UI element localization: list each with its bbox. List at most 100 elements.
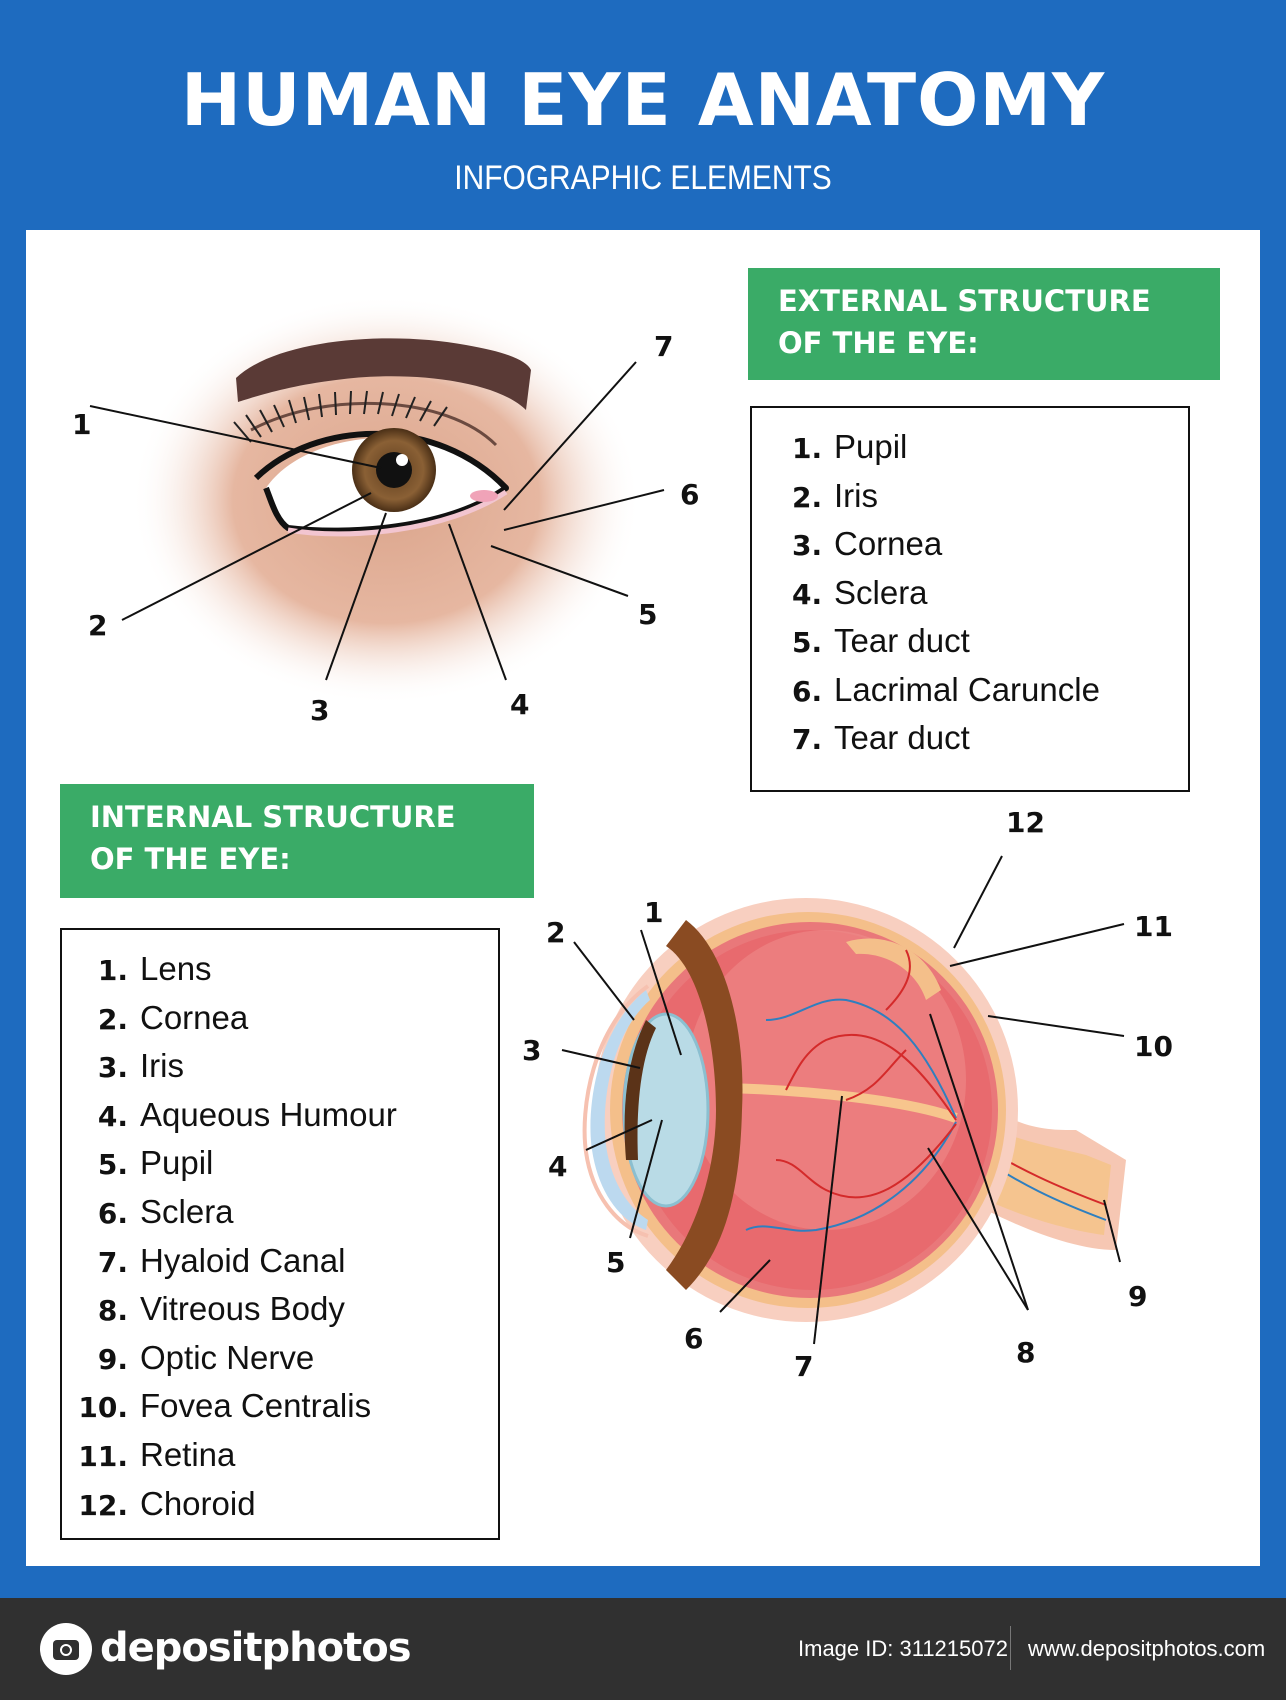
external-heading-line1: EXTERNAL STRUCTURE (778, 284, 1151, 318)
item-number: 10. (78, 1391, 128, 1425)
item-label: Hyaloid Canal (140, 1241, 346, 1279)
internal-list-item: 5.Pupil (76, 1144, 498, 1193)
internal-list-item: 8. Vitreous Body (76, 1290, 498, 1339)
int-leader-11 (949, 923, 1125, 967)
internal-structure-heading: INTERNAL STRUCTURE OF THE EYE: (60, 784, 534, 898)
footer-bar: depositphotos Image ID: 311215072 www.de… (0, 1598, 1286, 1700)
external-structure-heading: EXTERNAL STRUCTURE OF THE EYE: (748, 268, 1220, 380)
internal-list-item: 3.Iris (76, 1047, 498, 1096)
item-number: 2. (97, 1002, 128, 1036)
ext-callout-7: 7 (654, 330, 673, 363)
int-callout-3: 3 (522, 1034, 541, 1067)
item-number: 7. (792, 723, 823, 756)
ext-callout-4: 4 (510, 688, 529, 721)
external-list-item: 7. Tear duct (792, 719, 1188, 768)
retinal-vessels (745, 949, 957, 1232)
item-label: Iris (834, 476, 878, 514)
internal-list-item: 1. Lens (76, 950, 498, 999)
item-number: 7. (97, 1245, 128, 1279)
item-label: Tear duct (834, 622, 970, 659)
eye-liner (253, 430, 509, 534)
item-label: Optic Nerve (140, 1338, 315, 1376)
optic-nerve-vein (955, 1139, 1107, 1221)
vitreous-body (632, 930, 992, 1290)
int-leader-10 (987, 1015, 1125, 1037)
item-number: 6. (792, 674, 823, 708)
item-label: Cornea (140, 998, 249, 1036)
eyelashes (233, 390, 448, 443)
int-callout-10: 10 (1134, 1030, 1173, 1063)
int-leader-8b (927, 1147, 1029, 1311)
external-list-item: 1. Pupil (792, 428, 1188, 477)
iris (624, 1020, 656, 1160)
camera-logo-icon (40, 1623, 92, 1675)
brand-logo: depositphotos (100, 1625, 412, 1671)
ext-leader-2 (121, 492, 372, 621)
item-label: Tear duct (834, 719, 970, 756)
int-leader-7 (813, 1095, 843, 1345)
int-leader-5 (629, 1119, 663, 1239)
item-number: 6. (97, 1196, 128, 1230)
ext-callout-1: 1 (72, 408, 91, 441)
internal-list-item: 2. Cornea (76, 999, 498, 1048)
internal-list-item: 6. Sclera (76, 1193, 498, 1242)
content-panel: 1 2 3 4 5 6 7 EXTERNAL STRUCTURE OF THE … (26, 230, 1260, 1566)
item-number: 3. (97, 1051, 128, 1085)
ext-callout-6: 6 (680, 478, 699, 511)
pupil-highlight (396, 454, 408, 466)
int-callout-12: 12 (1006, 806, 1045, 839)
int-callout-7: 7 (794, 1350, 813, 1383)
int-callout-6: 6 (684, 1322, 703, 1355)
int-leader-3 (561, 1049, 641, 1069)
item-number: 11. (78, 1439, 128, 1473)
vitreous-highlight (686, 930, 966, 1230)
site-url[interactable]: www.depositphotos.com (1028, 1636, 1266, 1661)
int-callout-9: 9 (1128, 1280, 1147, 1313)
ext-callout-2: 2 (88, 609, 107, 642)
int-callout-5: 5 (606, 1246, 625, 1279)
external-list-item: 3. Cornea (792, 525, 1188, 574)
item-label: Fovea Centralis (140, 1387, 372, 1425)
item-label: Lacrimal Caruncle (834, 670, 1100, 708)
internal-list-item: 4.Aqueous Humour (76, 1096, 498, 1145)
item-number: 1. (97, 954, 128, 987)
external-list-item: 4.Sclera (792, 574, 1188, 623)
internal-heading-line2: OF THE EYE: (90, 842, 291, 876)
item-number: 1. (792, 432, 823, 465)
int-leader-2 (573, 941, 635, 1021)
external-eye-illustration: 1 2 3 4 5 6 7 (72, 295, 699, 727)
item-number: 3. (792, 529, 823, 562)
fovea-region (846, 938, 941, 1000)
ext-leader-4 (448, 523, 507, 681)
internal-list-item: 11.Retina (76, 1436, 498, 1485)
item-number: 5. (792, 626, 823, 659)
item-number: 8. (97, 1294, 128, 1328)
lens (622, 1012, 710, 1208)
item-label: Cornea (834, 525, 943, 562)
int-callout-4: 4 (548, 1150, 567, 1183)
item-number: 4. (792, 577, 823, 611)
choroid-layer (610, 912, 1006, 1308)
optic-nerve (956, 1110, 1111, 1235)
eyebrow (236, 338, 531, 410)
item-label: Lens (140, 950, 212, 987)
ext-leader-3 (325, 512, 387, 681)
optic-nerve-outer (966, 1090, 1126, 1250)
item-number: 5. (97, 1148, 128, 1182)
optic-nerve-artery (955, 1129, 1107, 1206)
internal-list-item: 9. Optic Nerve (76, 1339, 498, 1388)
internal-list-item: 10. Fovea Centralis (76, 1387, 498, 1436)
item-number: 2. (792, 480, 823, 514)
int-leader-12 (953, 855, 1003, 949)
item-label: Sclera (140, 1192, 234, 1230)
item-label: Aqueous Humour (140, 1095, 397, 1133)
item-label: Pupil (834, 428, 908, 465)
int-callout-1: 1 (644, 896, 663, 929)
external-list-item: 6. Lacrimal Caruncle (792, 671, 1188, 720)
item-number: 9. (97, 1342, 128, 1376)
ext-leader-1 (89, 405, 382, 469)
item-number: 12. (78, 1488, 128, 1522)
page-subtitle: INFOGRAPHIC ELEMENTS (454, 159, 832, 197)
item-label: Vitreous Body (140, 1290, 345, 1328)
